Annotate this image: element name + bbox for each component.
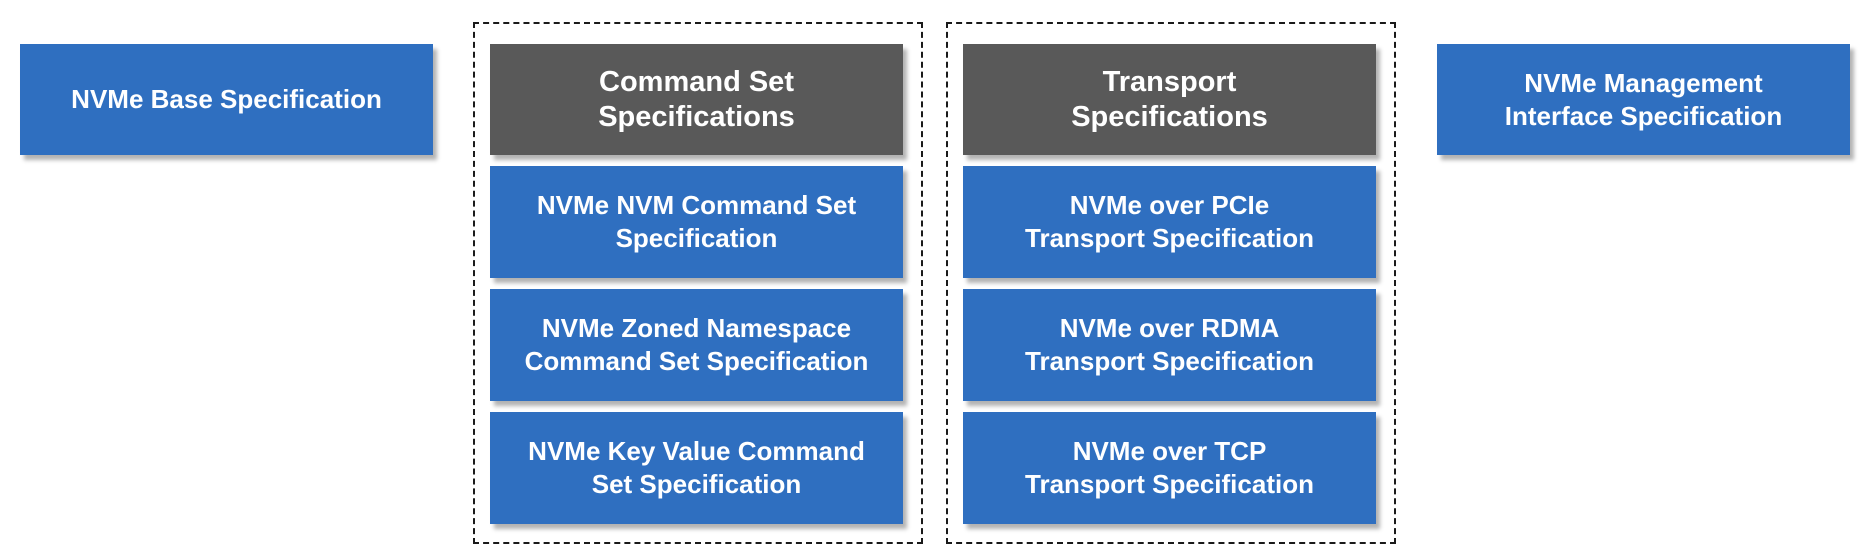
command-set-header-label: Command Set Specifications xyxy=(598,65,795,133)
tcp-transport-label: NVMe over TCP Transport Specification xyxy=(1025,436,1314,499)
tcp-transport-box: NVMe over TCP Transport Specification xyxy=(963,412,1376,524)
rdma-transport-box: NVMe over RDMA Transport Specification xyxy=(963,289,1376,401)
base-specification-label: NVMe Base Specification xyxy=(71,84,382,114)
nvm-command-set-box: NVMe NVM Command Set Specification xyxy=(490,166,903,278)
key-value-box: NVMe Key Value Command Set Specification xyxy=(490,412,903,524)
pcie-transport-label: NVMe over PCIe Transport Specification xyxy=(1025,190,1314,253)
management-interface-box: NVMe Management Interface Specification xyxy=(1437,44,1850,155)
key-value-label: NVMe Key Value Command Set Specification xyxy=(528,436,865,499)
command-set-group xyxy=(473,22,923,544)
transport-header: Transport Specifications xyxy=(963,44,1376,155)
transport-group xyxy=(946,22,1396,544)
management-interface-label: NVMe Management Interface Specification xyxy=(1504,67,1783,131)
transport-header-label: Transport Specifications xyxy=(1071,65,1268,133)
zoned-namespace-label: NVMe Zoned Namespace Command Set Specifi… xyxy=(524,313,869,376)
pcie-transport-box: NVMe over PCIe Transport Specification xyxy=(963,166,1376,278)
base-specification-box: NVMe Base Specification xyxy=(20,44,433,155)
nvm-command-set-label: NVMe NVM Command Set Specification xyxy=(536,190,857,253)
command-set-header: Command Set Specifications xyxy=(490,44,903,155)
zoned-namespace-box: NVMe Zoned Namespace Command Set Specifi… xyxy=(490,289,903,401)
rdma-transport-label: NVMe over RDMA Transport Specification xyxy=(1025,313,1314,376)
